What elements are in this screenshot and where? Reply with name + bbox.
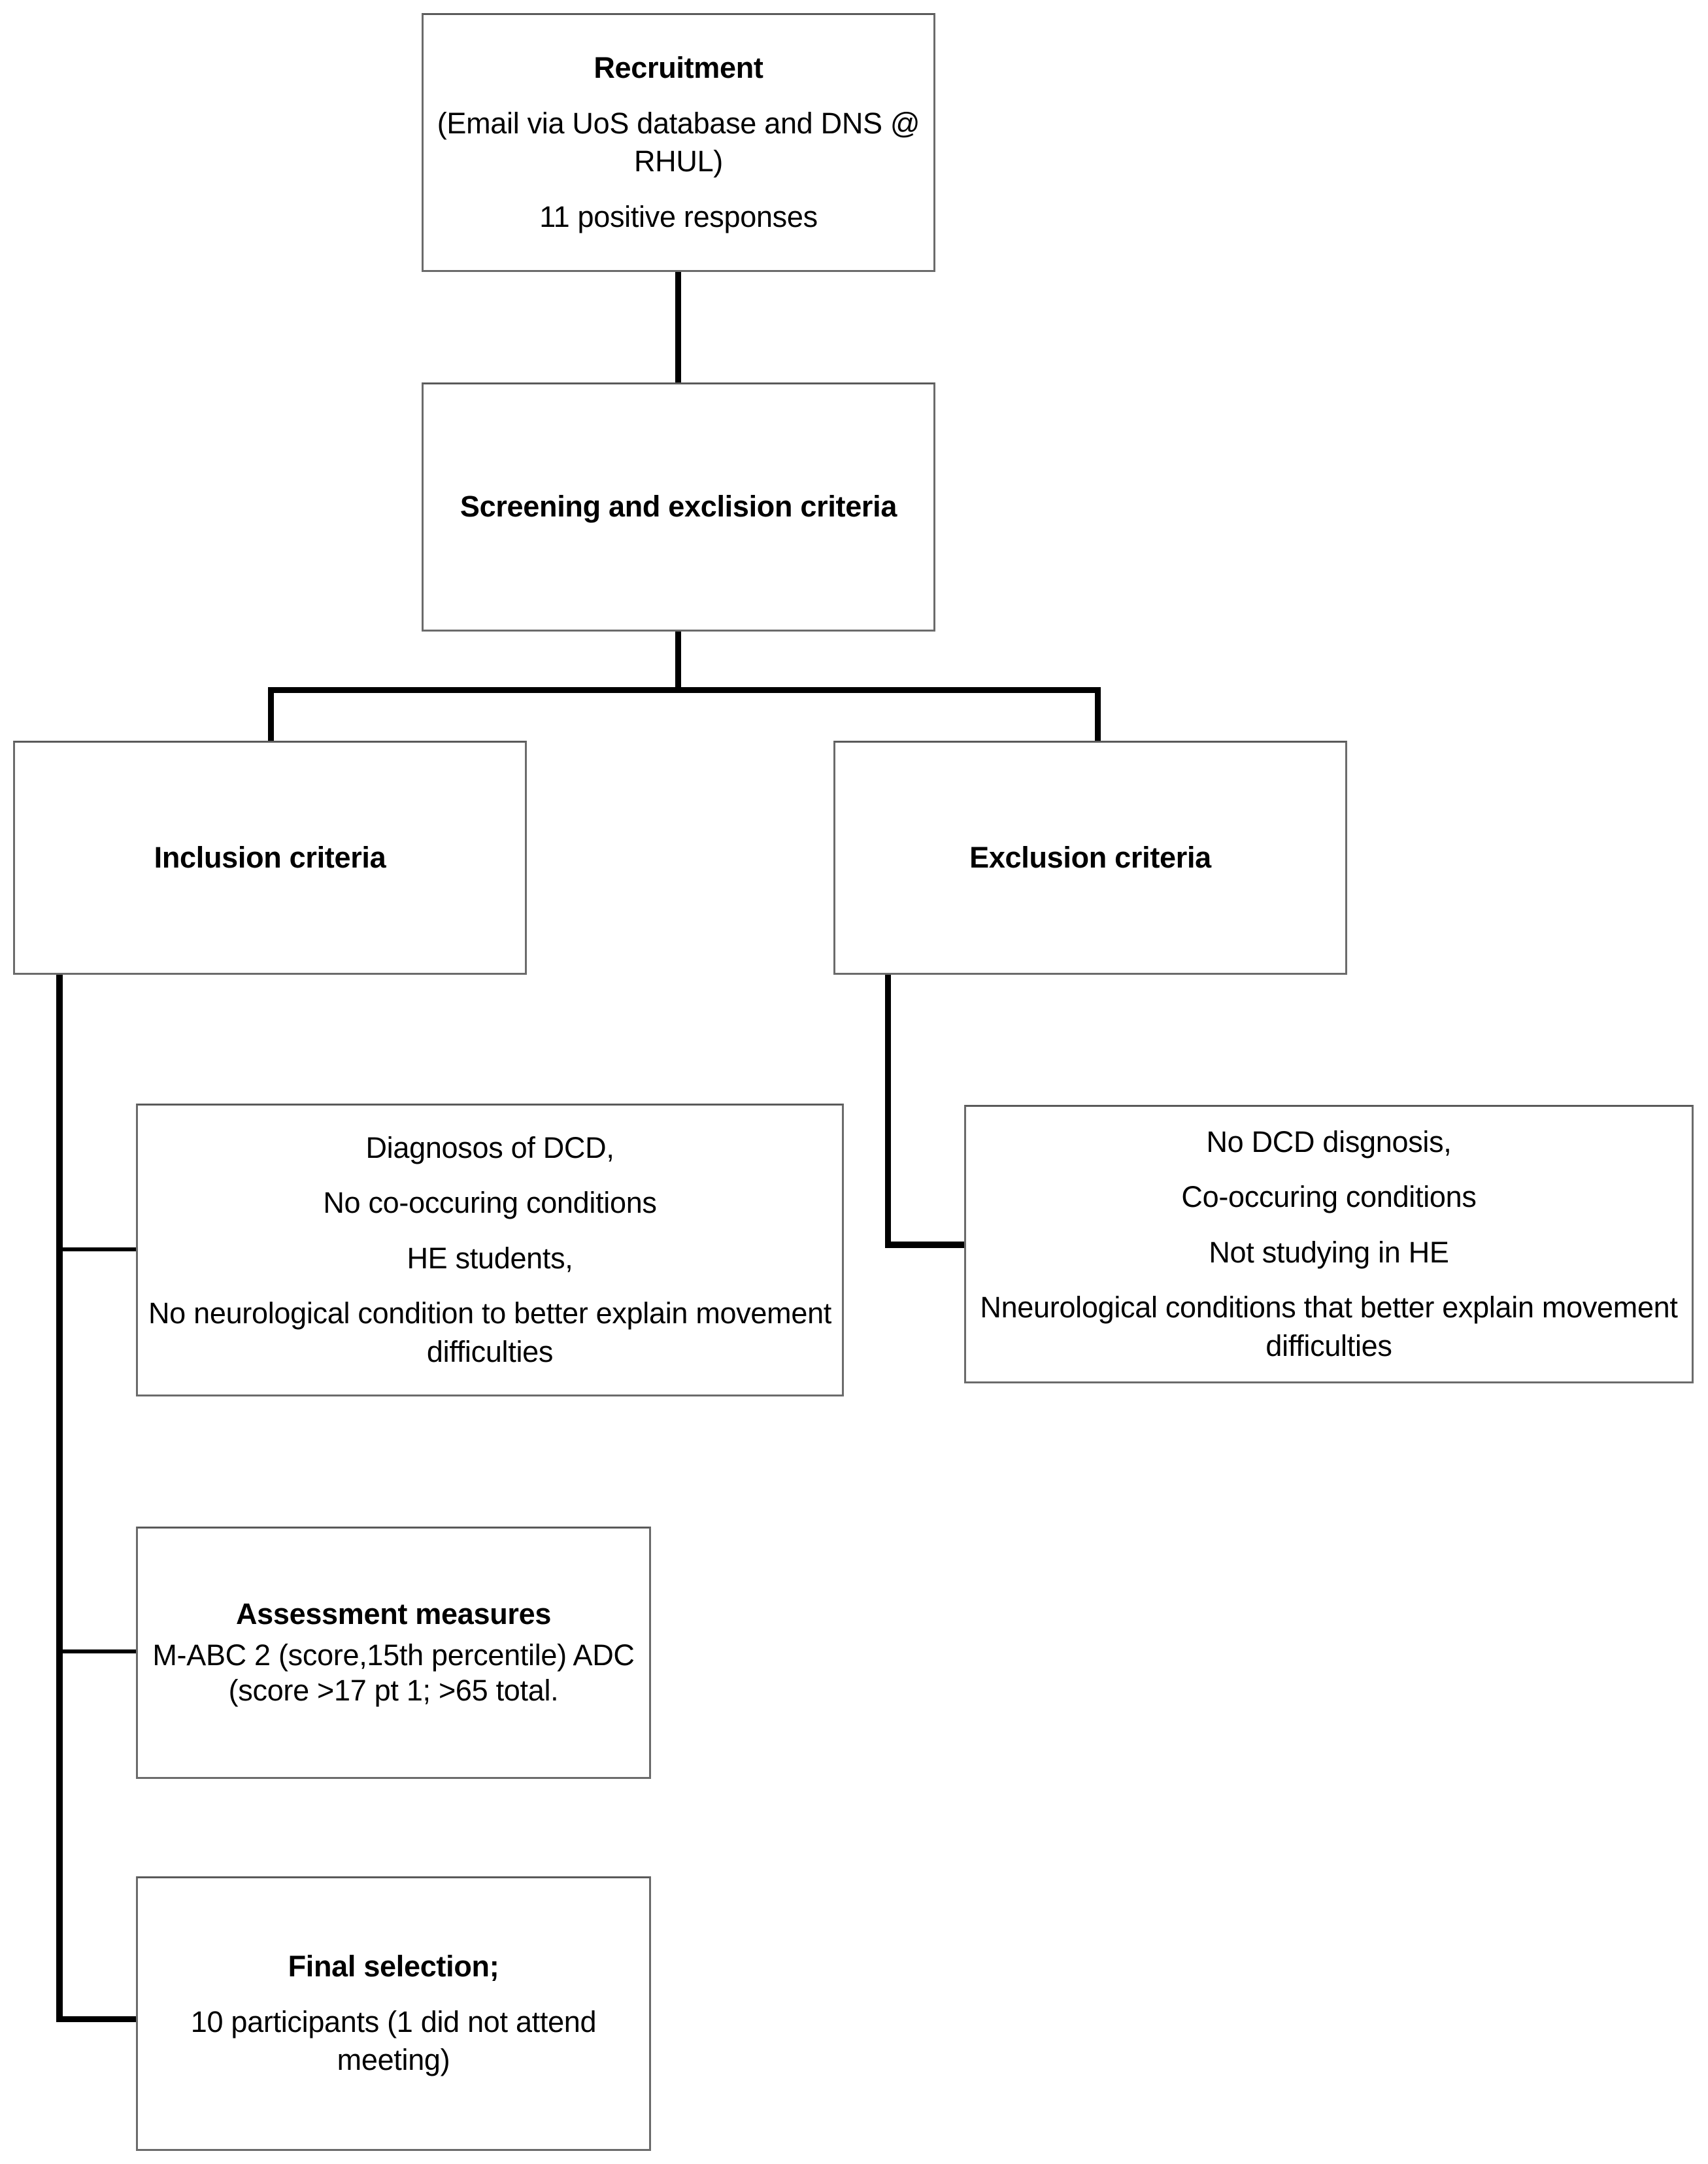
exclusion-criteria-title: Exclusion criteria [969,840,1211,874]
exclusion-item-no-diagnosis: No DCD disgnosis, [1206,1124,1452,1158]
node-inclusion-criteria: Inclusion criteria [13,741,527,975]
node-exclusion-criteria-details: No DCD disgnosis, Co-occuring conditions… [964,1105,1694,1383]
final-selection-title: Final selection; [288,1950,499,1984]
node-screening: Screening and exclision criteria [422,382,935,632]
connector-spine-to-inclusion-detail [56,1247,139,1251]
final-selection-details: 10 participants (1 did not attend meetin… [190,2004,597,2077]
node-inclusion-criteria-details: Diagnosos of DCD, No co-occuring conditi… [136,1104,844,1396]
exclusion-item-cooccurring: Co-occuring conditions [1181,1180,1477,1214]
connector-inclusion-spine [56,973,63,2021]
connector-screening-to-branch [675,630,681,692]
exclusion-item-not-studying: Not studying in HE [1209,1235,1449,1269]
recruitment-title: Recruitment [594,51,763,84]
recruitment-source: (Email via UoS database and DNS @ RHUL) [437,106,920,178]
assessment-details: M-ABC 2 (score,15th percentile) ADC (sco… [152,1638,635,1708]
connector-branch-bar [268,687,1101,693]
node-final-selection: Final selection; 10 participants (1 did … [136,1876,651,2151]
connector-branch-to-inclusion [268,687,274,746]
connector-recruitment-to-screening [675,271,681,384]
screening-title: Screening and exclision criteria [460,490,897,524]
exclusion-item-neurological: Nneurological conditions that better exp… [980,1291,1678,1362]
node-recruitment: Recruitment (Email via UoS database and … [422,13,935,272]
connector-branch-to-exclusion [1095,687,1101,746]
connector-spine-to-final-selection [56,2016,139,2022]
inclusion-criteria-title: Inclusion criteria [154,840,386,874]
inclusion-item-diagnosis: Diagnosos of DCD, [365,1130,614,1164]
recruitment-responses: 11 positive responses [539,199,818,233]
inclusion-item-neurological: No neurological condition to better expl… [148,1296,832,1368]
connector-exclusion-to-detail [885,1242,967,1248]
node-assessment-measures: Assessment measures M-ABC 2 (score,15th … [136,1527,651,1779]
node-exclusion-criteria: Exclusion criteria [833,741,1347,975]
assessment-title: Assessment measures [235,1597,552,1631]
connector-spine-to-assessment [56,1649,139,1653]
inclusion-item-cooccurring: No co-occuring conditions [323,1186,657,1220]
inclusion-item-he-students: HE students, [407,1241,573,1275]
connector-exclusion-vertical [885,973,891,1247]
